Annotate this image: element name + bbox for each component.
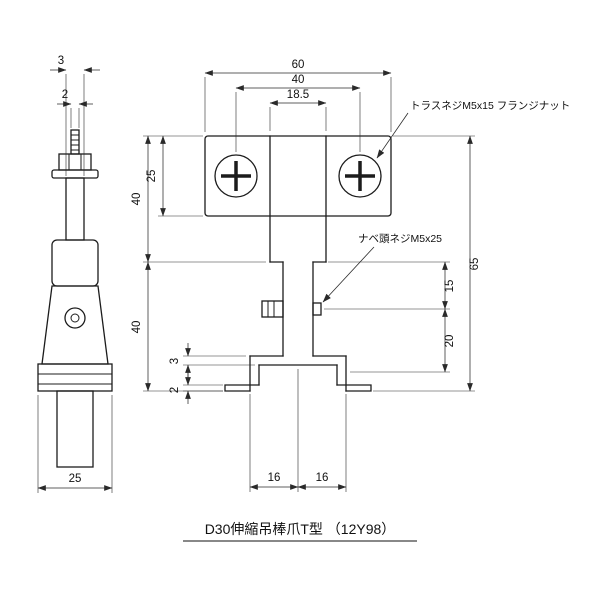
dim-front-lower-height: 40 (131, 261, 223, 392)
front-lower-channel (282, 261, 314, 357)
dim-text-side-3: 3 (58, 55, 64, 67)
claw-left-lip (224, 384, 260, 392)
front-right-screw-cross (345, 161, 375, 191)
dim-front-upper-height: 40 (131, 135, 266, 263)
claw-left-bend (249, 355, 260, 392)
side-hex-nut (58, 153, 92, 171)
front-pan-screw-head (261, 300, 284, 318)
dim-side-rod-width: 2 (57, 89, 93, 128)
side-rod-threads (71, 134, 79, 151)
dim-text-40-top: 40 (292, 74, 305, 86)
dim-text-60: 60 (292, 59, 305, 71)
front-right-screw (338, 154, 382, 198)
dim-side-base-width: 25 (37, 395, 113, 493)
dim-front-stem-width: 18.5 (269, 89, 327, 131)
front-pan-screw-nut (312, 302, 322, 316)
dim-text-20: 20 (444, 335, 456, 348)
side-flange-washer (51, 169, 99, 179)
dim-front-plate-width: 60 (204, 59, 392, 132)
title-block: D30伸縮吊棒爪T型 （12Y98） (183, 521, 417, 542)
dim-text-16-right: 16 (316, 472, 329, 484)
dim-front-plate-height: 25 (143, 135, 203, 217)
dim-joint-to-screw: 15 (324, 261, 456, 310)
front-top-plate (204, 135, 392, 217)
dim-screw-to-claw: 20 (350, 308, 456, 373)
dim-text-16-left: 16 (268, 472, 281, 484)
dim-text-40-upper: 40 (131, 193, 143, 206)
annotation-pan-screw: ナベ頭ネジM5x25 (322, 233, 442, 303)
dim-text-side-2: 2 (62, 89, 68, 101)
claw-right-lip (336, 384, 372, 392)
dim-claw-halves: 16 16 (249, 369, 347, 492)
side-base-plate-lines (38, 373, 112, 385)
label-truss-screw: トラスネジM5x15 フランジナット (410, 100, 570, 112)
dim-text-18-5: 18.5 (287, 89, 309, 101)
dim-claw-plate-thickness: 3 (169, 343, 255, 378)
dim-overall-height: 65 (373, 135, 481, 392)
dim-text-lip-2: 2 (169, 387, 181, 393)
side-nut-facets (68, 154, 82, 170)
front-upper-stem (269, 135, 327, 263)
front-view (204, 135, 392, 392)
side-hole-inner (70, 313, 80, 323)
label-pan-screw: ナベ頭ネジM5x25 (358, 233, 442, 245)
side-taper-bracket (41, 285, 109, 365)
dim-text-15: 15 (444, 280, 456, 293)
side-base (37, 363, 113, 392)
side-lower-sleeve (56, 390, 94, 468)
side-hole-outer (64, 307, 86, 329)
dim-lip-thickness: 2 (169, 373, 223, 404)
dim-side-tab-thickness: 3 (50, 55, 100, 176)
annotation-truss-screw: トラスネジM5x15 フランジナット (376, 100, 570, 159)
front-left-screw-cross (221, 161, 251, 191)
dim-text-65: 65 (469, 258, 481, 271)
claw-right-bend (336, 355, 347, 392)
dim-text-side-25: 25 (69, 473, 82, 485)
side-upper-body (51, 239, 99, 287)
dim-text-claw-3: 3 (169, 358, 181, 364)
side-view (37, 129, 113, 468)
front-pan-screw-hatch (267, 301, 275, 317)
dim-front-screw-pitch: 40 (235, 74, 361, 152)
dim-text-40-lower: 40 (131, 321, 143, 334)
side-flat-tab (65, 177, 85, 241)
drawing-title: D30伸縮吊棒爪T型 （12Y98） (205, 521, 396, 537)
front-left-screw (214, 154, 258, 198)
